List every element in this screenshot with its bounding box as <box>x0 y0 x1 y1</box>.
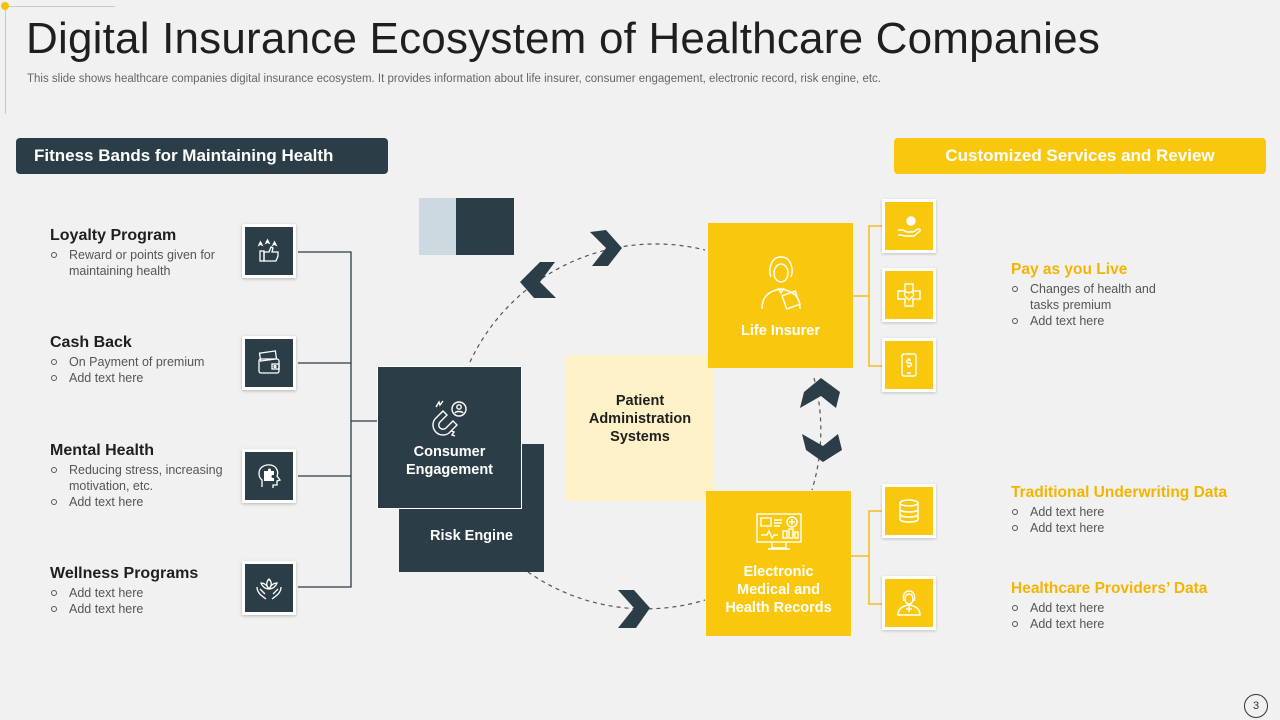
risk-engine-label: Risk Engine <box>430 528 513 544</box>
item-title: Cash Back <box>50 334 132 351</box>
medical-cross-heart-icon <box>882 268 936 322</box>
left-item-wellness: Wellness Programs Add text here Add text… <box>50 565 235 617</box>
corner-line <box>5 6 6 114</box>
bullet: On Payment of premium <box>50 354 235 370</box>
patient-admin-label: Patient Administration Systems <box>588 393 692 445</box>
hand-coin-icon <box>882 199 936 253</box>
emr-tile: Electronic Medical and Health Records <box>706 491 851 636</box>
bullet: Reducing stress, increasing motivation, … <box>50 462 235 494</box>
chevron-right-icon <box>590 230 622 266</box>
wallet-cash-icon <box>242 336 296 390</box>
bullet: Add text here <box>1011 600 1251 616</box>
database-icon <box>882 484 936 538</box>
head-puzzle-icon <box>242 449 296 503</box>
rating-thumbs-up-icon <box>242 224 296 278</box>
left-item-mental-health: Mental Health Reducing stress, increasin… <box>50 442 235 510</box>
right-item-providers: Healthcare Providers’ Data Add text here… <box>1011 580 1251 632</box>
bullet: Add text here <box>1011 616 1251 632</box>
hands-lotus-icon <box>242 561 296 615</box>
item-title: Wellness Programs <box>50 565 199 582</box>
bullet: Add text here <box>50 370 235 386</box>
right-item-underwriting: Traditional Underwriting Data Add text h… <box>1011 484 1251 536</box>
item-title: Traditional Underwriting Data <box>1011 484 1228 501</box>
woman-clipboard-icon <box>760 255 801 310</box>
chevron-up-icon <box>800 378 840 408</box>
consumer-engagement-label: Consumer Engagement <box>405 443 493 478</box>
bullet: Reward or points given for maintaining h… <box>50 247 235 279</box>
bullet: Add text here <box>50 601 235 617</box>
bullet: Changes of health and tasks premium <box>1011 281 1181 313</box>
chevron-left-icon <box>520 262 556 298</box>
consumer-engagement-tile: Consumer Engagement <box>377 366 522 509</box>
chevron-down-icon <box>802 434 842 462</box>
mobile-dollar-icon <box>882 338 936 392</box>
patient-admin-tile: Patient Administration Systems <box>566 355 714 501</box>
bullet: Add text here <box>50 494 235 510</box>
corner-dot <box>1 2 9 10</box>
doctor-icon <box>882 576 936 630</box>
bullet: Add text here <box>1011 313 1181 329</box>
life-insurer-tile: Life Insurer <box>708 223 853 368</box>
page-title: Digital Insurance Ecosystem of Healthcar… <box>26 14 1101 63</box>
right-item-pay-as-you-live: Pay as you Live Changes of health and ta… <box>1011 261 1181 329</box>
bullet: Add text here <box>1011 520 1251 536</box>
bullet: Add text here <box>50 585 235 601</box>
corner-line <box>5 6 115 7</box>
page-number: 3 <box>1244 694 1268 718</box>
item-title: Mental Health <box>50 442 155 459</box>
bullet: Add text here <box>1011 504 1251 520</box>
item-title: Healthcare Providers’ Data <box>1011 580 1208 597</box>
right-section-header: Customized Services and Review <box>894 138 1266 174</box>
left-item-cashback: Cash Back On Payment of premium Add text… <box>50 334 235 386</box>
left-item-loyalty: Loyalty Program Reward or points given f… <box>50 227 235 279</box>
medical-monitor-icon <box>755 512 802 550</box>
life-insurer-label: Life Insurer <box>741 322 820 339</box>
left-section-header: Fitness Bands for Maintaining Health <box>16 138 388 174</box>
magnet-user-icon <box>431 399 467 437</box>
emr-label: Electronic Medical and Health Records <box>725 563 832 616</box>
chevron-right-icon <box>618 590 650 628</box>
page-subtitle: This slide shows healthcare companies di… <box>27 73 881 85</box>
item-title: Loyalty Program <box>50 227 177 244</box>
decor-square-dark <box>456 198 514 255</box>
item-title: Pay as you Live <box>1011 261 1128 278</box>
